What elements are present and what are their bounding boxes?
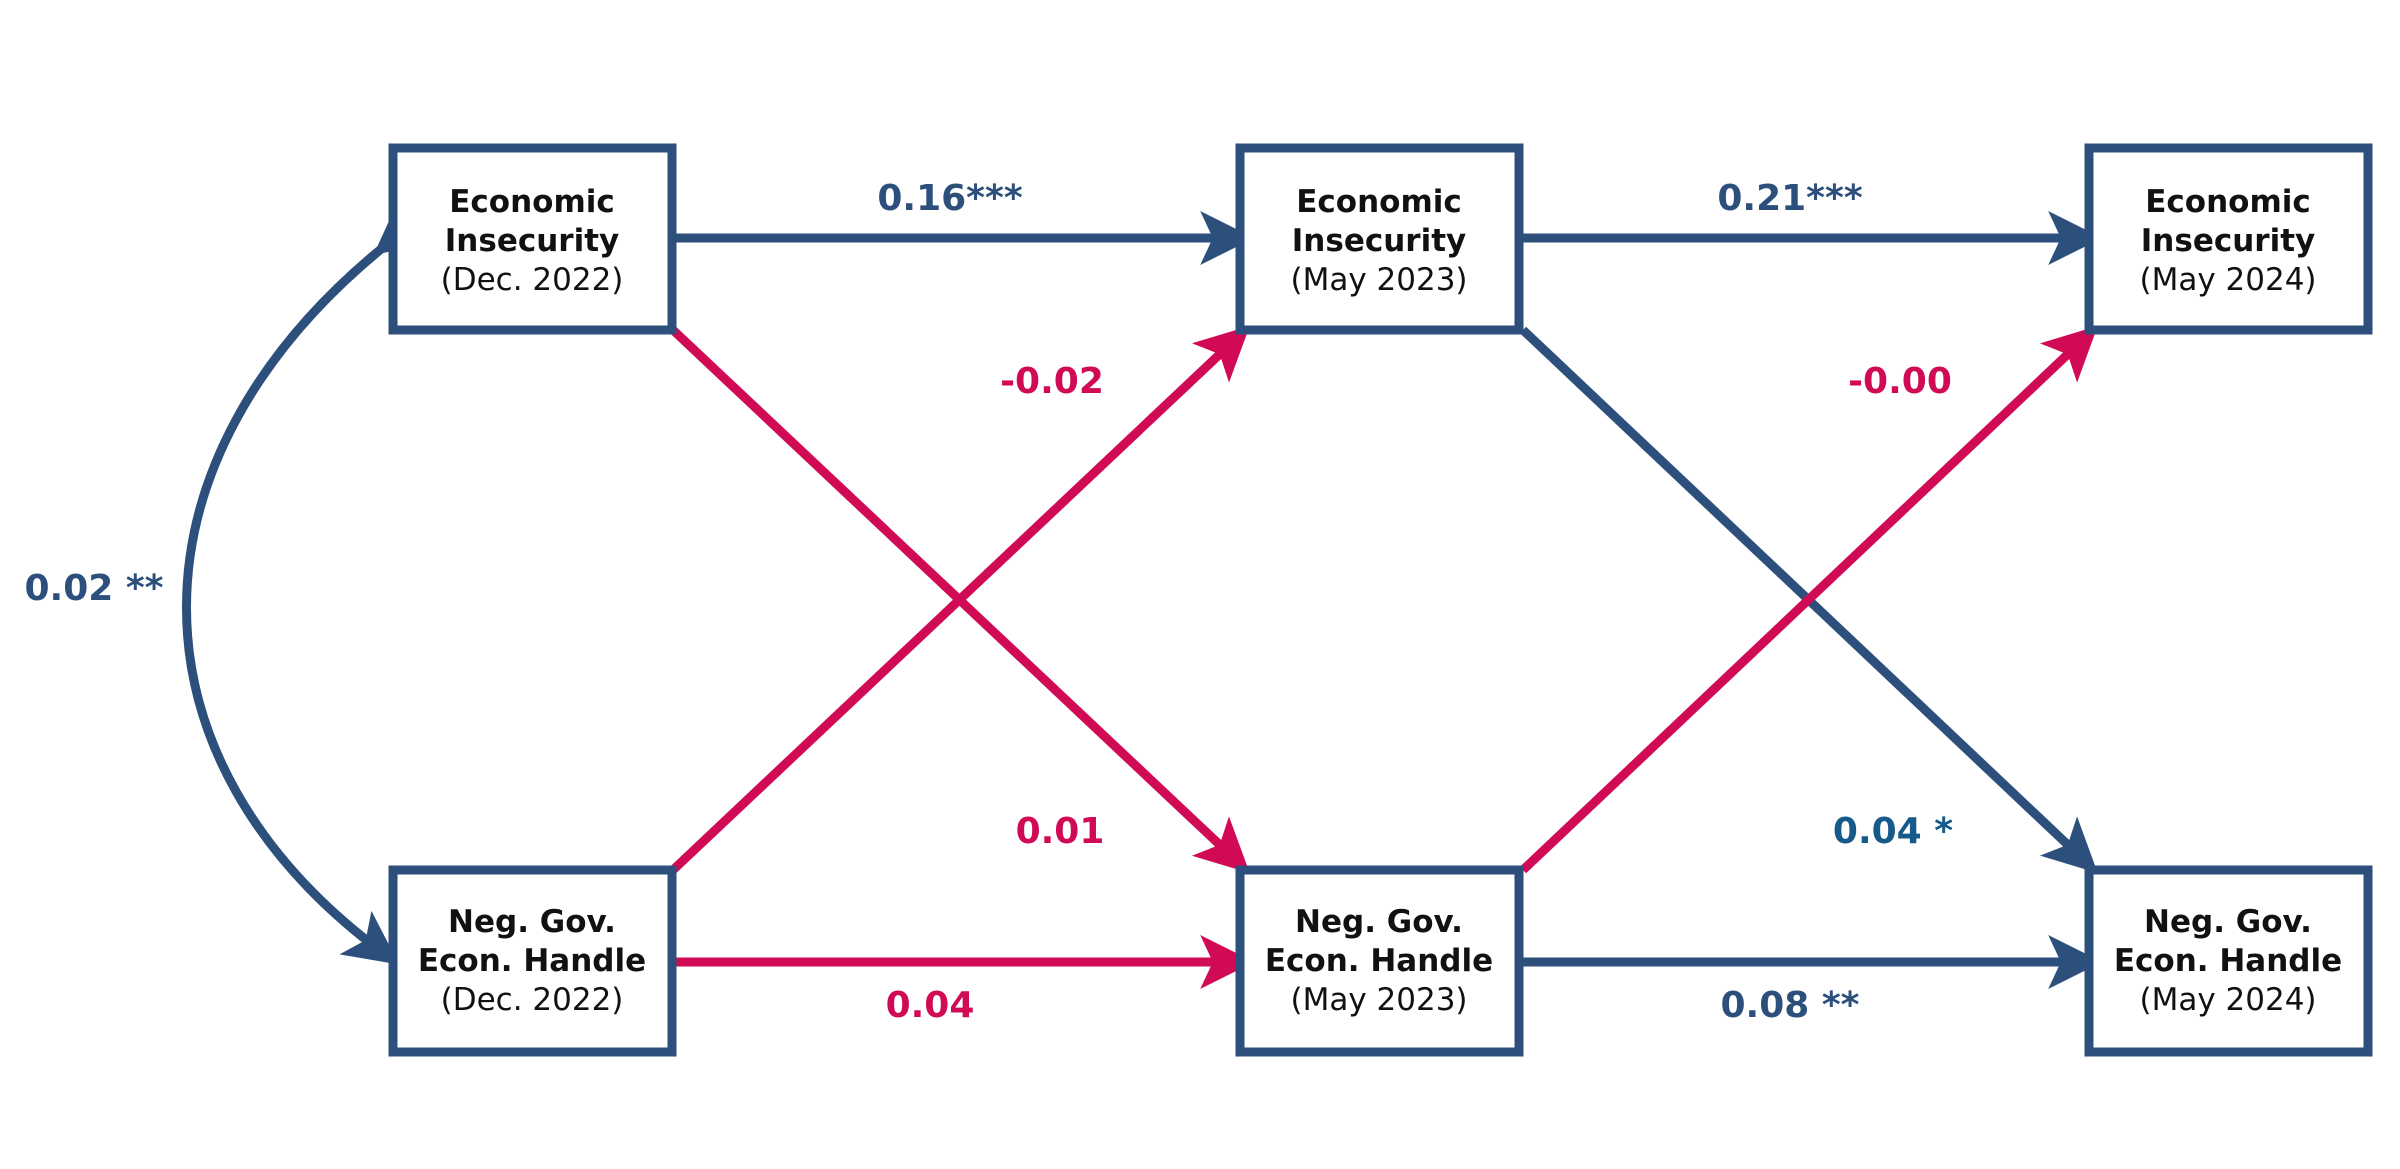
node-ei-may24: Economic Insecurity (May 2024) <box>2084 143 2373 335</box>
node-ng-may23-line1: Neg. Gov. <box>1295 904 1463 940</box>
arrow-ei-dec22-to-ng-may23 <box>669 326 1250 874</box>
coef-ng-may23-to-ei-may24: -0.00 <box>1848 361 1952 402</box>
node-ng-may24-line1: Neg. Gov. <box>2144 904 2312 940</box>
arrow-ei-may23-to-ng-may24 <box>1519 326 2098 874</box>
node-ei-may24-line2: Insecurity <box>2141 223 2315 259</box>
node-ng-may24-line2: Econ. Handle <box>2114 943 2342 979</box>
node-ei-may23: Economic Insecurity (May 2023) <box>1235 143 1524 335</box>
coef-ng-dec22-to-ng-may23: 0.04 <box>886 985 975 1026</box>
node-ng-may23: Neg. Gov. Econ. Handle (May 2023) <box>1235 865 1524 1057</box>
node-ng-dec22-line2: Econ. Handle <box>418 943 646 979</box>
node-ng-dec22-line1: Neg. Gov. <box>448 904 616 940</box>
node-ng-dec22-date: (Dec. 2022) <box>441 982 624 1018</box>
node-ei-may23-line1: Economic <box>1296 184 1462 220</box>
node-ng-may23-line2: Econ. Handle <box>1265 943 1493 979</box>
node-ei-may23-date: (May 2023) <box>1290 262 1467 298</box>
node-ei-dec22-date: (Dec. 2022) <box>441 262 624 298</box>
node-ng-may24: Neg. Gov. Econ. Handle (May 2024) <box>2084 865 2373 1057</box>
arrow-ng-may23-to-ei-may24 <box>1519 325 2098 874</box>
coef-ng-dec22-to-ei-may23: -0.02 <box>1000 361 1104 402</box>
covariance-arc <box>182 200 433 965</box>
node-ng-may24-date: (May 2024) <box>2139 982 2316 1018</box>
coef-ei-may23-to-ei-may24: 0.21*** <box>1717 178 1862 219</box>
node-ei-may24-date: (May 2024) <box>2139 262 2316 298</box>
node-ng-dec22: Neg. Gov. Econ. Handle (Dec. 2022) <box>388 865 677 1057</box>
coef-ei-may23-to-ng-may24: 0.04 * <box>1833 811 1953 852</box>
node-ei-dec22: Economic Insecurity (Dec. 2022) <box>388 143 677 335</box>
coef-ei-dec22-to-ng-may23: 0.01 <box>1016 811 1105 852</box>
node-ei-dec22-line2: Insecurity <box>445 223 619 259</box>
node-ei-dec22-line1: Economic <box>449 184 615 220</box>
arrow-ng-dec22-to-ei-may23 <box>669 325 1250 874</box>
node-ei-may23-line2: Insecurity <box>1292 223 1466 259</box>
coef-covariance: 0.02 ** <box>24 568 163 609</box>
coef-ei-dec22-to-ei-may23: 0.16*** <box>877 178 1022 219</box>
node-ng-may23-date: (May 2023) <box>1290 982 1467 1018</box>
node-ei-may24-line1: Economic <box>2145 184 2311 220</box>
coef-ng-may23-to-ng-may24: 0.08 ** <box>1720 985 1859 1026</box>
